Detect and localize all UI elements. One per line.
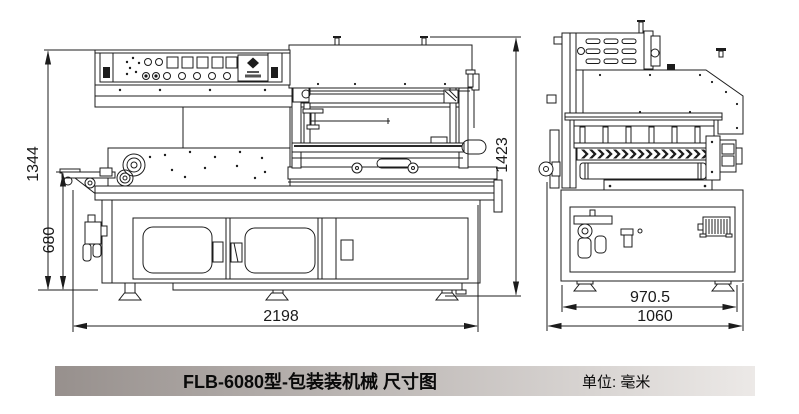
sealing-frame <box>291 73 487 169</box>
side-cabinet <box>560 189 744 282</box>
toothed-roller <box>576 147 711 161</box>
housing-dots <box>148 150 267 180</box>
indicator-dots <box>125 56 141 76</box>
adjust-handle <box>302 108 324 114</box>
dim-1423: 1423 <box>430 36 521 297</box>
panel-buttons-row <box>142 72 231 80</box>
caption-bar: FLB-6080型-包装装机械 尺寸图 单位: 毫米 <box>55 366 755 396</box>
motor <box>697 216 733 238</box>
air-filter-unit <box>573 209 613 259</box>
panel-switch-squares <box>166 56 238 69</box>
caption-title: FLB-6080型-包装装机械 尺寸图 <box>183 371 437 392</box>
dim-1344: 1344 <box>25 49 98 291</box>
side-feet <box>573 280 735 292</box>
control-panel <box>94 49 291 86</box>
door-handle <box>212 241 224 263</box>
dim-680: 680 <box>41 171 98 290</box>
electrical-box <box>575 20 661 71</box>
side-table <box>564 112 723 149</box>
front-cabinet <box>101 199 481 295</box>
brand-logo-icon <box>237 54 269 82</box>
bracket <box>620 228 643 248</box>
cabinet-door-window <box>244 227 316 274</box>
hood-bolts <box>316 82 447 86</box>
drive-unit <box>705 135 743 181</box>
dim-label-1060: 1060 <box>637 308 673 325</box>
air-filter-front <box>82 214 108 262</box>
front-view: 1344 680 2198 1423 <box>25 36 521 332</box>
side-view: 970.5 1060 <box>538 20 744 331</box>
panel-button <box>144 58 152 66</box>
panel-button <box>155 58 163 66</box>
door-handle <box>340 239 354 261</box>
dim-label-2198: 2198 <box>263 308 299 325</box>
sealing-hood <box>288 36 476 89</box>
side-left-column <box>538 32 577 189</box>
dim-970-5: 970.5 <box>561 285 738 312</box>
cabinet-door-window <box>142 226 213 274</box>
film-feed-box <box>182 106 291 149</box>
front-table-band <box>94 158 503 213</box>
conveyor-housing <box>107 147 291 187</box>
front-feet <box>118 282 459 301</box>
lower-roller <box>579 162 707 180</box>
frame-posts <box>579 126 701 144</box>
dim-label-1423: 1423 <box>494 137 511 173</box>
dim-label-1344: 1344 <box>25 146 42 182</box>
dim-1060: 1060 <box>546 182 744 331</box>
caption-unit-label: 单位: 毫米 <box>582 373 650 391</box>
side-hood-bolts <box>598 73 739 130</box>
dim-2198: 2198 <box>72 190 479 332</box>
dim-label-680: 680 <box>41 227 58 254</box>
dim-label-970-5: 970.5 <box>630 289 670 306</box>
bolt-dots <box>118 88 267 92</box>
